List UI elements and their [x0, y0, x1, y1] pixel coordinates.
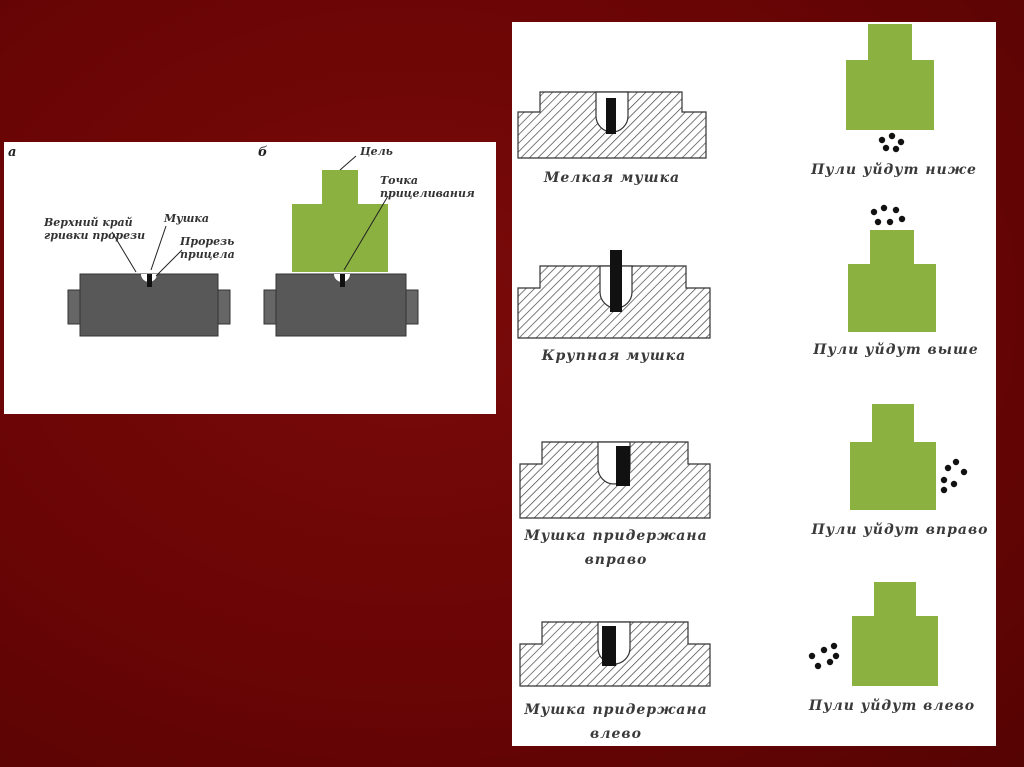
- upper-edge-label-line2: гривки прорези: [44, 229, 145, 242]
- sight-caption-4-line2: влево: [590, 726, 642, 742]
- front-sight-post-right: [616, 446, 630, 486]
- upper-edge-label-line1: Верхний край: [43, 216, 133, 229]
- front-sight-label: Мушка: [163, 212, 209, 225]
- rear-sight-block-b: [263, 273, 419, 337]
- shot-group-right: [940, 458, 968, 494]
- sight-caption-1: Мелкая мушка: [543, 170, 680, 186]
- target-1: [846, 24, 934, 130]
- rear-sight-block-a: [67, 273, 231, 337]
- aiming-diagram: а б Верхний край г: [8, 145, 475, 337]
- front-sight-post-b: [340, 274, 345, 287]
- rear-slot-label-line2: прицела: [180, 248, 235, 261]
- shot-group-above: [870, 204, 906, 226]
- aiming-diagram-panel: а б Верхний край г: [4, 142, 496, 414]
- result-caption-3: Пули уйдут вправо: [810, 521, 988, 538]
- label-b: б: [258, 145, 268, 160]
- front-sight-post-a: [147, 274, 152, 287]
- row-sight-held-right: Мушка придержана вправо Пули уйдут вправ…: [519, 404, 988, 568]
- front-sight-post-left: [602, 626, 616, 666]
- result-caption-2: Пули уйдут выше: [812, 341, 978, 358]
- target-label: Цель: [359, 145, 393, 158]
- shot-group-below: [878, 132, 905, 153]
- sight-caption-3-line2: вправо: [585, 552, 648, 568]
- result-caption-1: Пули уйдут ниже: [810, 161, 977, 178]
- target-4: [852, 582, 938, 686]
- rear-slot-label-line1: Прорезь: [179, 235, 234, 248]
- sighting-errors-panel: Мелкая мушка Пули уйдут ниже Крупная муш…: [512, 22, 996, 746]
- result-caption-4: Пули уйдут влево: [808, 697, 975, 714]
- sight-caption-2: Крупная мушка: [541, 348, 686, 364]
- row-small-sight: Мелкая мушка Пули уйдут ниже: [517, 24, 977, 186]
- aim-point-label-line1: Точка: [380, 174, 418, 187]
- label-a: а: [8, 145, 16, 160]
- row-large-sight: Крупная мушка Пули уйдут выше: [517, 204, 978, 364]
- front-sight-post-small: [606, 98, 616, 134]
- target-2: [848, 230, 936, 332]
- row-sight-held-left: Мушка придержана влево Пули уйдут влево: [519, 582, 975, 742]
- aim-point-label-line2: прицеливания: [380, 187, 475, 200]
- front-sight-post-large: [610, 250, 622, 312]
- sight-caption-3: Мушка придержана: [523, 528, 707, 544]
- sight-caption-4: Мушка придержана: [523, 702, 707, 718]
- sighting-errors-diagram: Мелкая мушка Пули уйдут ниже Крупная муш…: [517, 24, 988, 742]
- target-3: [850, 404, 936, 510]
- shot-group-left: [808, 642, 840, 670]
- target-silhouette: [292, 170, 388, 272]
